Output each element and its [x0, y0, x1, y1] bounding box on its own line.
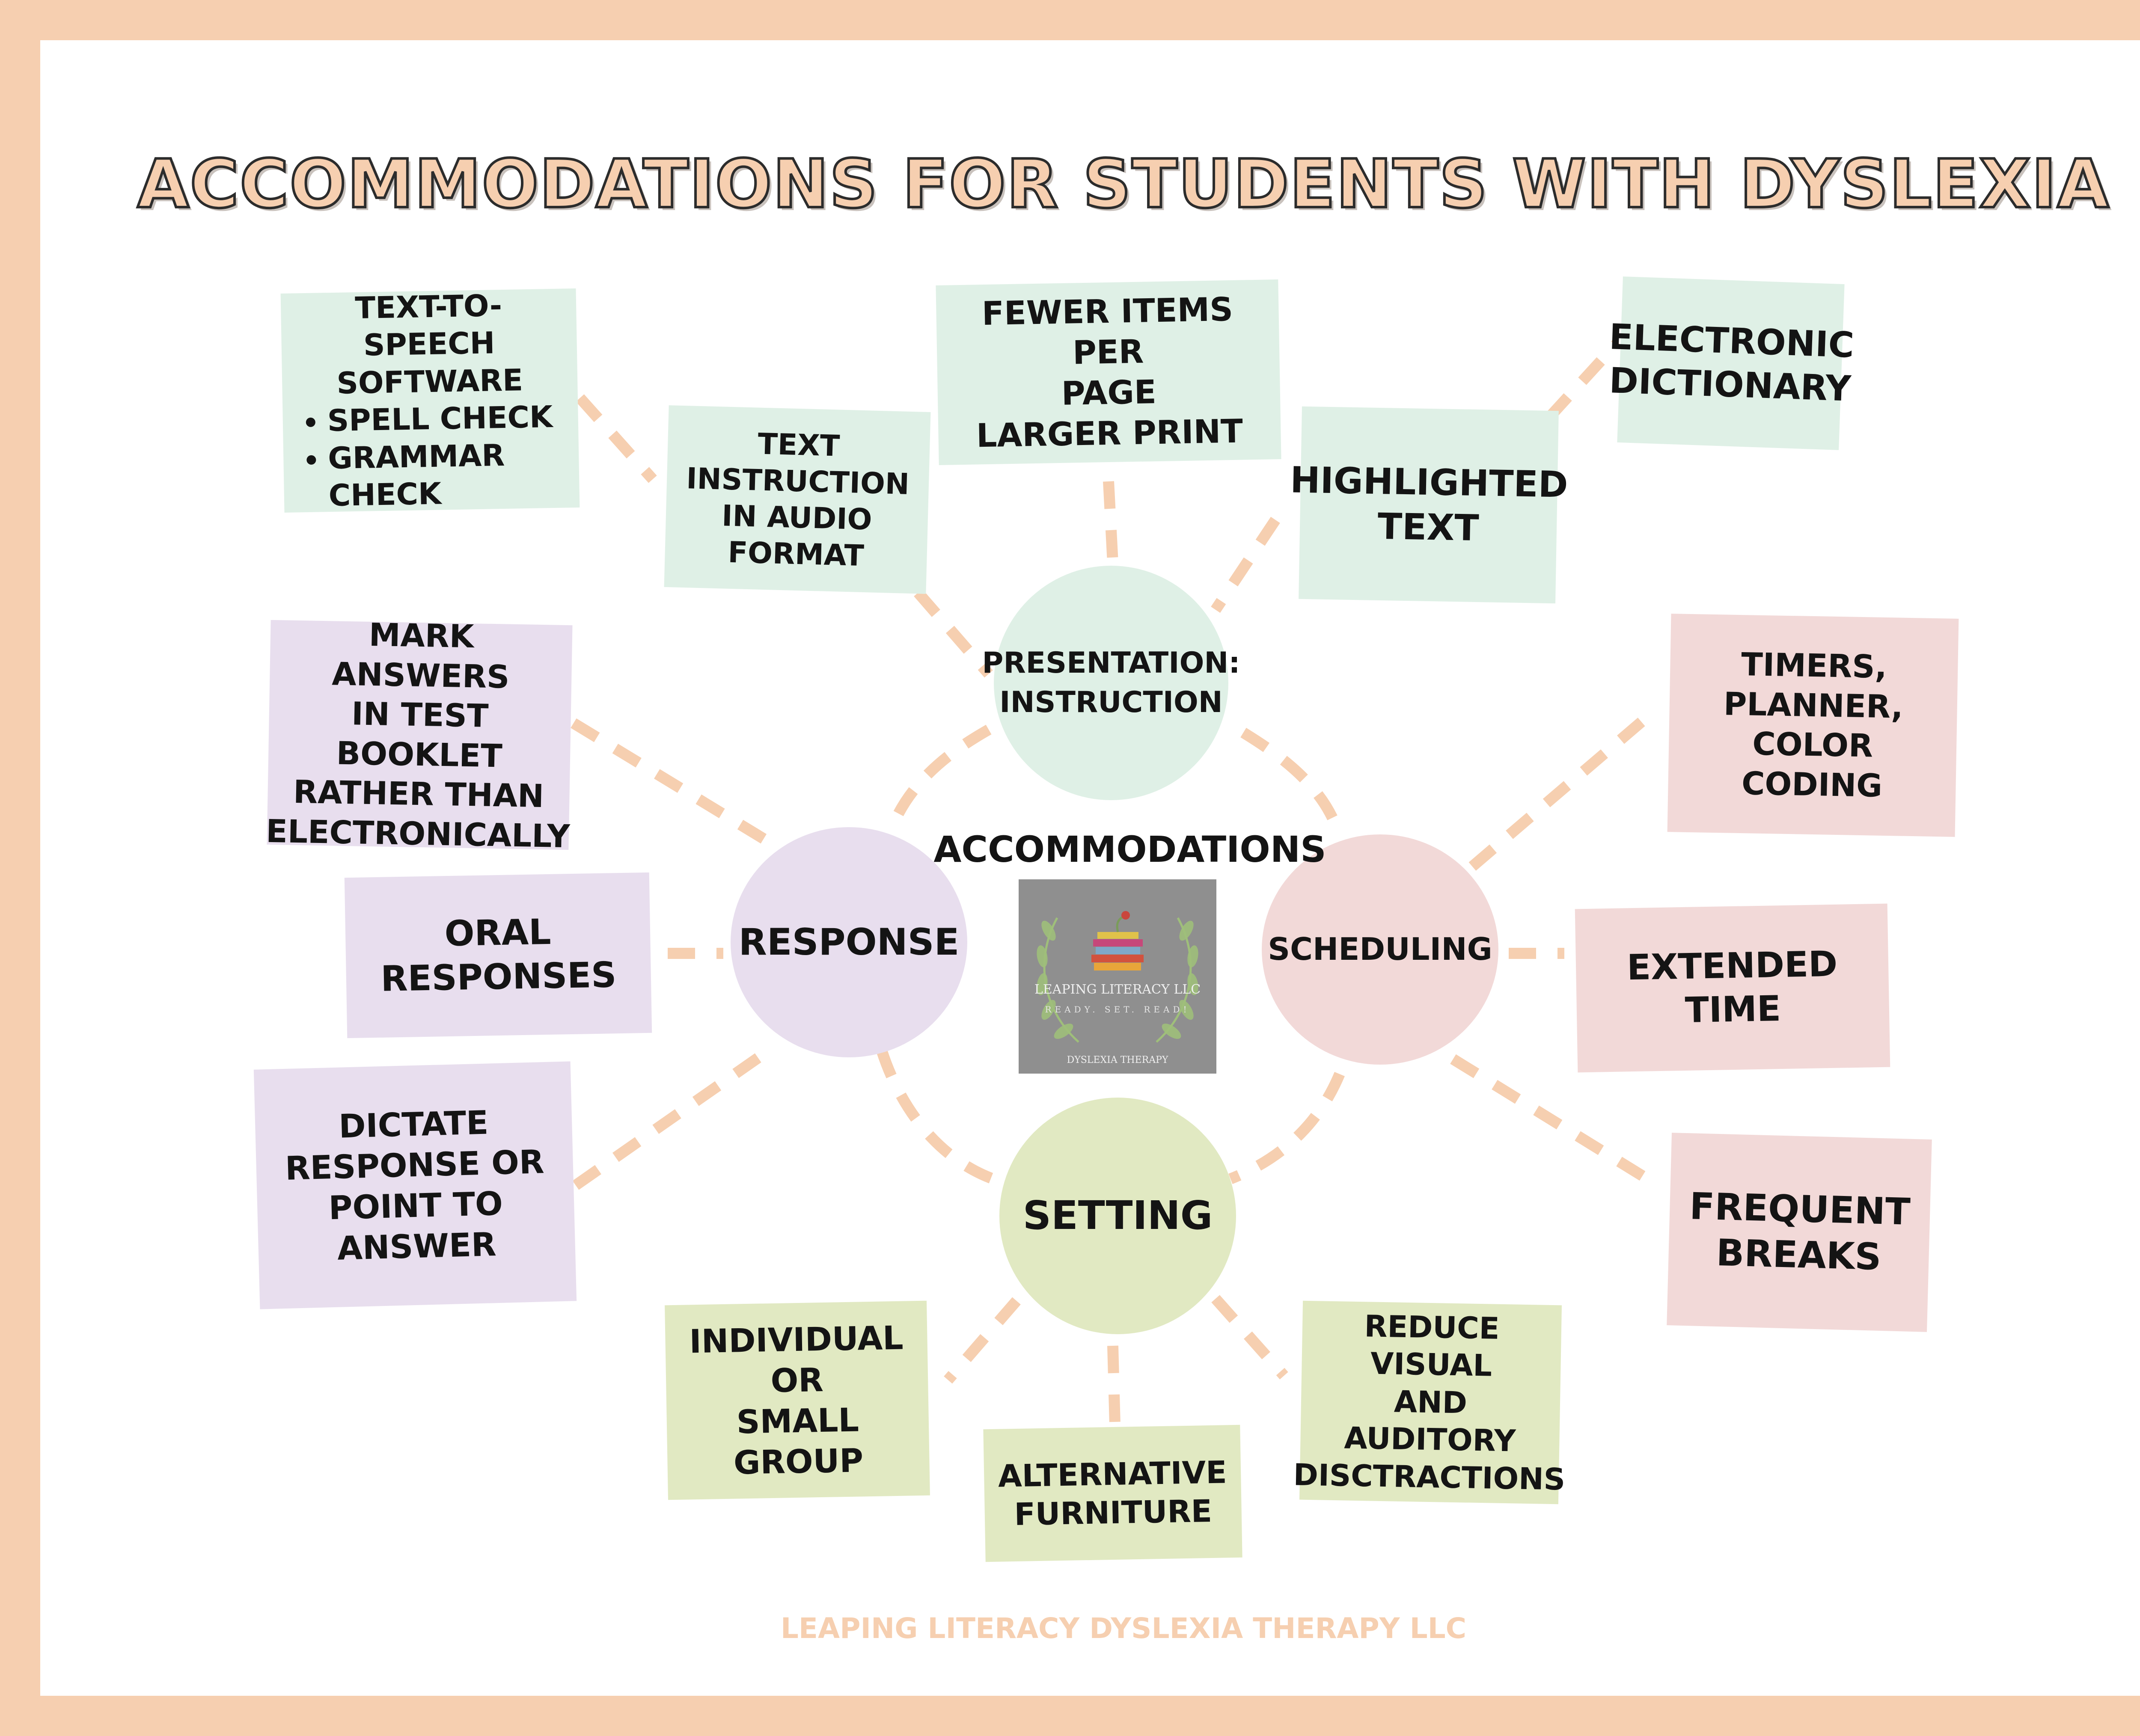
item-highlighted-text: HIGHLIGHTED TEXT [1290, 406, 1568, 604]
item-frequent-breaks: FREQUENT BREAKS [1667, 1133, 1932, 1332]
logo-tagline-text: READY. SET. READ! [1045, 1004, 1190, 1015]
footer-credit: LEAPING LITERACY DYSLEXIA THERAPY LLC [780, 1611, 1467, 1645]
tts-line-2: SOFTWARE [336, 362, 523, 401]
breaks-line-1: FREQUENT [1689, 1184, 1911, 1234]
item-fewer-items-larger-print: FEWER ITEMS PER PAGE LARGER PRINT [936, 279, 1281, 465]
dictionary-line-1: ELECTRONIC [1608, 316, 1855, 366]
hub-setting-label: SETTING [1022, 1193, 1213, 1239]
dictate-line-3: POINT TO [328, 1184, 503, 1227]
hub-response-label: RESPONSE [738, 920, 960, 964]
tts-bullet-list: SPELL CHECK GRAMMAR CHECK [293, 398, 569, 515]
item-reduce-distractions: REDUCE VISUAL AND AUDITORY DISCTRACTIONS [1293, 1300, 1566, 1505]
item-timers-planner-color-coding: TIMERS, PLANNER, COLOR CODING [1667, 614, 1959, 837]
furniture-line-1: ALTERNATIVE [998, 1454, 1228, 1494]
center-accommodations-label: ACCOMMODATIONS [933, 828, 1326, 870]
fewer-line-3: LARGER PRINT [976, 412, 1243, 455]
breaks-line-2: BREAKS [1715, 1231, 1882, 1279]
audio-line-1: TEXT INSTRUCTION [686, 427, 910, 502]
hub-scheduling: SCHEDULING [1262, 834, 1498, 1065]
individual-line-2: SMALL GROUP [733, 1401, 864, 1482]
reduce-line-3: DISCTRACTIONS [1293, 1457, 1566, 1497]
audio-line-2: IN AUDIO FORMAT [721, 499, 873, 573]
dictate-line-1: DICTATE [338, 1103, 489, 1145]
highlighted-line-1: HIGHLIGHTED [1290, 459, 1569, 506]
timers-line-3: CODING [1741, 765, 1883, 804]
furniture-line-2: FURNITURE [1014, 1493, 1213, 1533]
leaping-literacy-logo: LEAPING LITERACY LLC READY. SET. READ! D… [1019, 879, 1216, 1074]
item-text-to-speech: TEXT-TO-SPEECH SOFTWARE SPELL CHECK GRAM… [280, 288, 580, 515]
item-oral-responses: ORAL RESPONSES [344, 872, 652, 1039]
oral-line-1: ORAL RESPONSES [380, 911, 617, 1000]
dictate-line-2: RESPONSE OR [285, 1142, 545, 1187]
item-individual-small-group: INDIVIDUAL OR SMALL GROUP [665, 1300, 930, 1500]
reduce-line-2: AND AUDITORY [1343, 1384, 1516, 1459]
hub-presentation-instruction: PRESENTATION: INSTRUCTION [982, 566, 1240, 800]
item-alternative-furniture: ALTERNATIVE FURNITURE [983, 1424, 1242, 1562]
fewer-line-2: PAGE [1061, 373, 1157, 412]
page-title: ACCOMMODATIONS FOR STUDENTS WITH DYSLEXI… [136, 144, 2110, 224]
item-dictate-response: DICTATE RESPONSE OR POINT TO ANSWER [253, 1061, 577, 1309]
timers-line-1: TIMERS, [1741, 646, 1887, 685]
logo-name-text: LEAPING LITERACY LLC [1034, 982, 1201, 997]
mark-line-3: RATHER THAN [293, 773, 544, 815]
tts-bullet-grammar-check: GRAMMAR CHECK [328, 436, 570, 515]
mark-line-4: ELECTRONICALLY [265, 813, 571, 855]
item-mark-answers-booklet: MARK ANSWERS IN TEST BOOKLET RATHER THAN… [266, 617, 573, 855]
highlighted-line-2: TEXT [1377, 505, 1480, 549]
extended-line-1: EXTENDED TIME [1626, 944, 1838, 1031]
laurel-wreath-icon [1037, 911, 1198, 1043]
hub-presentation-line-2: INSTRUCTION [999, 685, 1223, 719]
tts-line-1: TEXT-TO-SPEECH [354, 288, 502, 363]
item-text-instruction-audio: TEXT INSTRUCTION IN AUDIO FORMAT [664, 405, 931, 594]
tts-bullet-spell-check: SPELL CHECK [327, 398, 568, 439]
hub-response: RESPONSE [731, 827, 967, 1057]
individual-line-1: INDIVIDUAL OR [689, 1318, 904, 1400]
dictionary-line-2: DICTIONARY [1608, 360, 1852, 410]
item-electronic-dictionary: ELECTRONIC DICTIONARY [1608, 276, 1855, 450]
fewer-line-1: FEWER ITEMS PER [981, 290, 1233, 372]
mark-line-1: MARK ANSWERS [331, 616, 510, 696]
hub-scheduling-label: SCHEDULING [1268, 931, 1492, 967]
reduce-line-1: REDUCE VISUAL [1364, 1309, 1500, 1383]
hub-presentation-line-1: PRESENTATION: [982, 646, 1240, 680]
hub-setting: SETTING [999, 1098, 1236, 1334]
logo-subtitle-text: DYSLEXIA THERAPY [1067, 1055, 1168, 1065]
item-extended-time: EXTENDED TIME [1575, 903, 1890, 1073]
dictate-line-4: ANSWER [336, 1225, 497, 1267]
timers-line-2: PLANNER, COLOR [1723, 685, 1904, 765]
mark-line-2: IN TEST BOOKLET [336, 695, 503, 775]
